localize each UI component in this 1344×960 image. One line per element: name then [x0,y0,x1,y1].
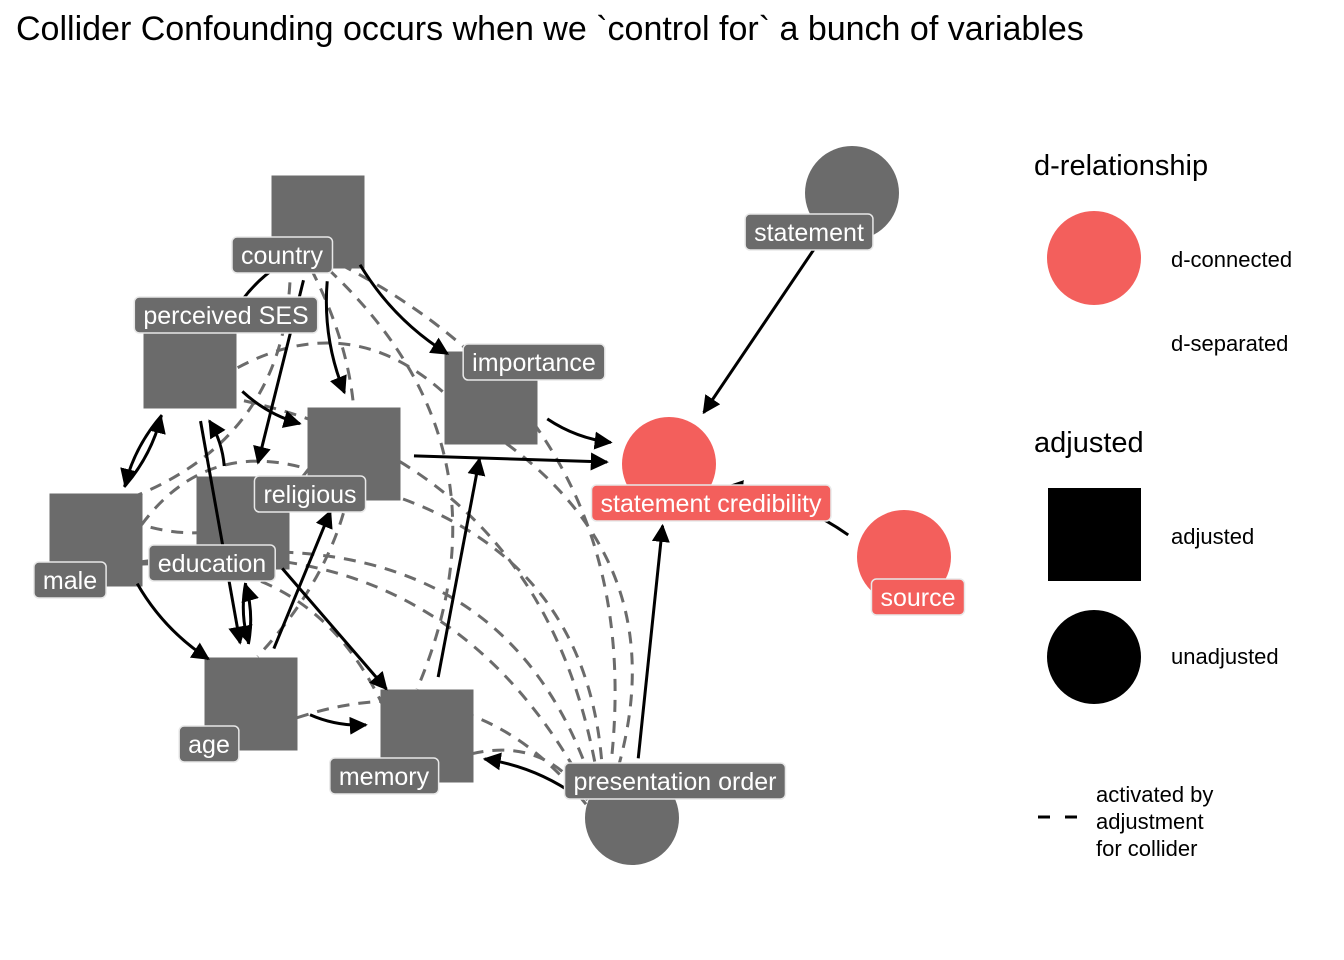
edge-direct-16 [436,457,486,678]
edge-direct-2 [324,281,347,395]
legend-adjusted-title: adjusted [1034,427,1144,459]
node-labels: country perceived SES religious importance e… [33,213,966,800]
label-religious: religious [253,475,367,513]
legend-activated-line-3: for collider [1096,836,1198,861]
label-importance: importance [462,343,606,381]
edge-direct-13 [241,583,259,645]
edge-activated-8 [505,442,634,773]
edge-direct-12 [309,713,368,735]
edge-direct-1 [358,264,450,356]
edge-activated-4 [236,341,445,394]
legend-d-connected-key [1047,211,1141,305]
label-box [590,484,832,522]
legend-unadjusted-circle-key [1047,610,1141,704]
label-source: source [870,578,966,616]
label-perceived-ses: perceived SES [133,296,319,334]
edge-direct-7 [208,419,226,467]
label-box [33,561,107,599]
edge-direct-22 [482,752,578,797]
edge-activated-10 [138,555,591,797]
legend-activated-line-1: activated by [1096,782,1214,807]
label-text: statement credibility [601,490,822,518]
label-box [462,343,606,381]
edge-activated-12 [296,699,588,806]
label-text: presentation order [574,768,777,796]
edge-direct-21 [636,523,670,759]
label-text: male [43,567,97,595]
edge-activated-9 [281,550,596,790]
label-memory: memory [329,757,440,795]
label-text: education [158,550,266,578]
edge-direct-4 [241,390,302,428]
edge-direct-5 [120,414,164,487]
edge-direct-14 [135,582,210,661]
label-country: country [231,236,334,274]
edge-direct-9 [281,567,388,691]
edge-direct-17 [413,452,609,471]
label-box [148,544,276,582]
label-statement-credibility: statement credibility [590,484,832,522]
label-text: country [241,242,323,270]
legend-adjusted-square-key [1048,488,1141,581]
label-box [744,213,874,251]
label-box [133,296,319,334]
edge-activated-14 [140,459,309,526]
label-box [178,725,240,763]
legend-d-relationship-title: d-relationship [1034,150,1209,182]
edge-direct-15 [122,415,166,488]
label-text: age [188,731,230,759]
label-box [329,757,440,795]
legend-activated-line-2: adjustment [1096,809,1204,834]
legend-d-separated-label: d-separated [1171,331,1289,356]
label-box [563,762,787,800]
edge-activated-13 [471,748,589,801]
legend-d-connected-label: d-connected [1171,247,1293,272]
edge-activated-2 [339,263,617,776]
edge-direct-19 [702,241,820,415]
edge-direct-6 [199,420,247,645]
legend-adjusted-label: adjusted [1171,524,1255,549]
label-male: male [33,561,107,599]
label-text: religious [263,481,356,509]
label-box [870,578,966,616]
edge-direct-11 [272,509,333,650]
label-text: source [880,584,955,612]
label-text: perceived SES [143,302,308,330]
legend-activated-label: activated by adjustment for collider [1096,781,1213,862]
label-box [253,475,367,513]
label-text: memory [339,763,430,791]
label-age: age [178,725,240,763]
edge-activated-3 [326,267,455,690]
label-text: importance [472,349,596,377]
legend-unadjusted-label: unadjusted [1171,644,1279,669]
label-text: statement [754,219,864,247]
label-statement: statement [744,213,874,251]
direct-edges [120,241,850,797]
edge-direct-18 [546,417,613,450]
label-education: education [148,544,276,582]
edge-activated-6 [382,490,605,780]
label-presentation-order: presentation order [563,762,787,800]
legend-dashed-line-key [1038,815,1078,819]
chart-title: Collider Confounding occurs when we `con… [16,10,1084,48]
label-box [231,236,334,274]
